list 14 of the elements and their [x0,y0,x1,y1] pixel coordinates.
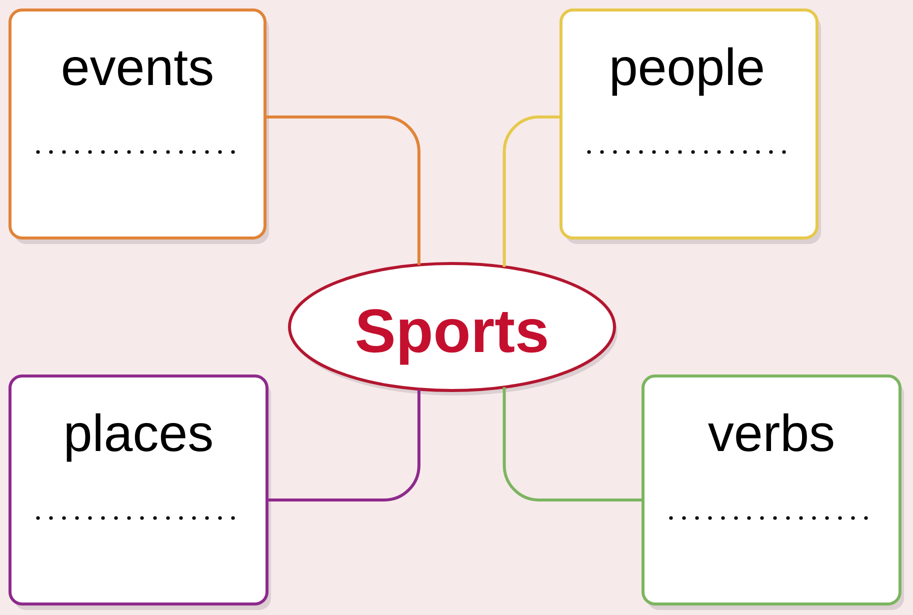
category-heading: events [63,51,212,86]
connector-line [267,389,420,502]
category-box [560,8,821,244]
topic-ellipse [288,262,618,396]
connector-line [502,116,561,267]
category-box [8,374,271,610]
connector-line [265,116,420,265]
category-heading: people [612,47,763,96]
category-box [642,374,904,610]
connector-line [502,387,643,502]
category-heading: verbs [708,413,834,452]
topic-label: Sports [356,309,547,365]
category-heading: places [66,413,212,462]
category-box [8,8,269,244]
